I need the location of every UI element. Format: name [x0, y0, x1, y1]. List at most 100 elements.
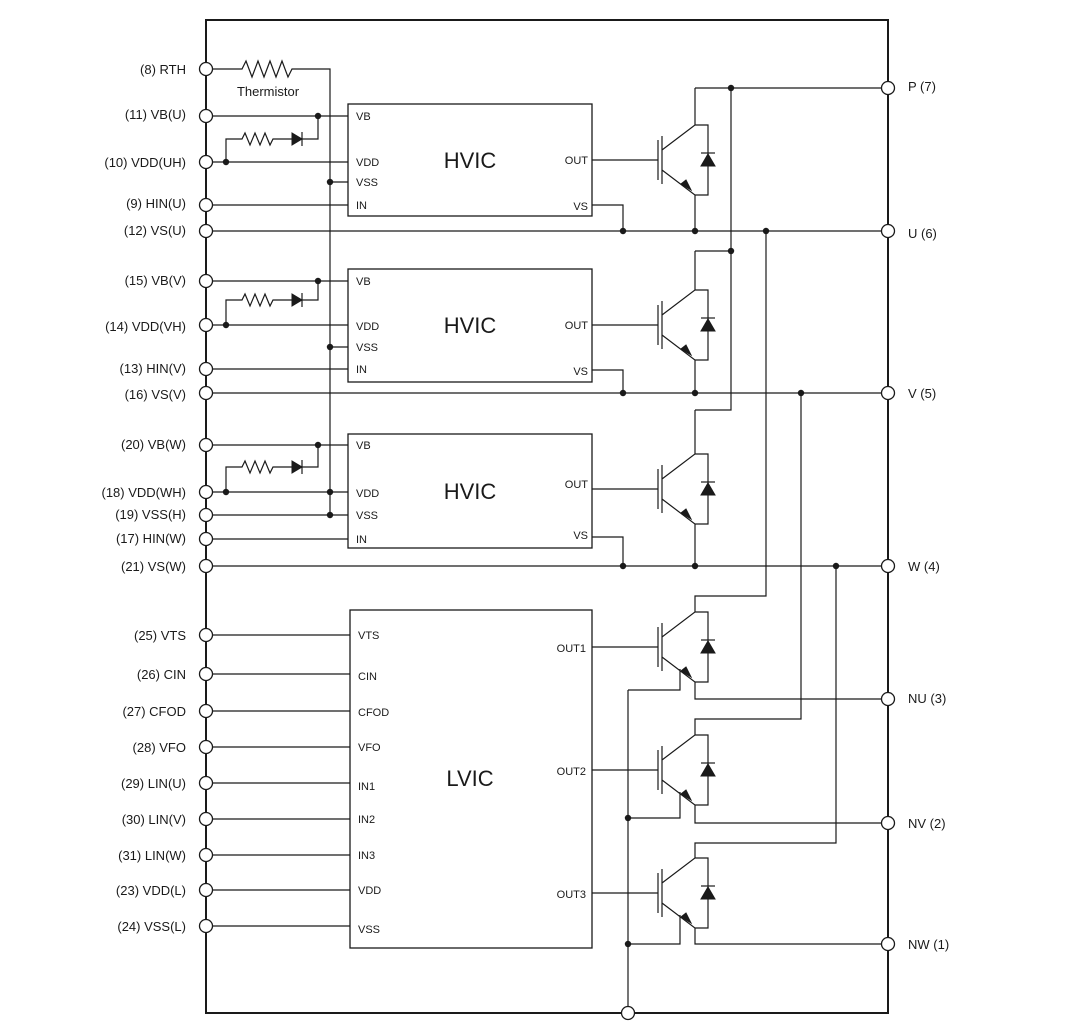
- lvic-out1: OUT1: [557, 643, 586, 655]
- hvic-w-out: OUT: [565, 479, 589, 491]
- pin-terminal-u: [880, 223, 896, 239]
- pin-label-v: V (5): [908, 386, 936, 401]
- pin-terminal-cin: [198, 666, 214, 682]
- hvic-u-block: [347, 103, 593, 217]
- freewheel-diode-icon: [700, 318, 716, 332]
- igbt-low-u: [628, 231, 882, 700]
- pin-terminal-hinu: [198, 197, 214, 213]
- pin-label-vbv: (15) VB(V): [125, 273, 186, 288]
- hvic-u-group: HVIC VB VDD VSS IN OUT VS: [206, 103, 650, 235]
- hvic-u-in: IN: [356, 200, 367, 212]
- hvic-v-group: HVIC VB VDD VSS IN OUT VS: [206, 268, 650, 397]
- pin-label-hinw: (17) HIN(W): [116, 531, 186, 546]
- pin-terminal-vsu: [198, 223, 214, 239]
- pin-terminal-vbv: [198, 273, 214, 289]
- pin-label-cfod: (27) CFOD: [122, 704, 186, 719]
- hvic-w-in: IN: [356, 534, 367, 546]
- hvic-w-vdd: VDD: [356, 488, 379, 500]
- hvic-w-vb: VB: [356, 440, 371, 452]
- igbt-high-v: [650, 251, 716, 393]
- bootstrap-diode-icon: [291, 293, 303, 307]
- pin-label-rth: (8) RTH: [140, 62, 186, 77]
- pin-label-linu: (29) LIN(U): [121, 776, 186, 791]
- hvic-u-title: HVIC: [444, 148, 497, 173]
- pin-label-vbw: (20) VB(W): [121, 437, 186, 452]
- pin-label-vddwh: (18) VDD(WH): [102, 485, 187, 500]
- pin-terminal-vddvh: [198, 317, 214, 333]
- lvic-block: [349, 609, 593, 949]
- hvic-v-vs: VS: [573, 366, 588, 378]
- lvic-group: LVIC VTS CIN CFOD VFO IN1 IN2 IN3 VDD VS…: [206, 609, 650, 949]
- pin-label-vsv: (16) VS(V): [125, 387, 186, 402]
- pin-terminal-vssh: [198, 507, 214, 523]
- pin-label-w: W (4): [908, 559, 940, 574]
- pin-terminal-vddwh: [198, 484, 214, 500]
- pin-label-vssl: (24) VSS(L): [117, 919, 186, 934]
- pin-terminal-vdduh: [198, 154, 214, 170]
- pin-label-vddl: (23) VDD(L): [116, 883, 186, 898]
- lvic-pin-cfod: CFOD: [358, 707, 389, 719]
- hvic-w-vs: VS: [573, 530, 588, 542]
- pin-label-vssh: (19) VSS(H): [115, 507, 186, 522]
- freewheel-diode-icon: [700, 886, 716, 900]
- freewheel-diode-icon: [700, 153, 716, 167]
- pin-terminal-nw: [880, 936, 896, 952]
- freewheel-diode-icon: [700, 763, 716, 777]
- pin-terminal-vbu: [198, 108, 214, 124]
- igbt-high-w: [650, 410, 716, 566]
- hvic-v-in: IN: [356, 364, 367, 376]
- left-pin-terminals: [198, 61, 214, 934]
- lvic-pin-vfo: VFO: [358, 742, 381, 754]
- pin-terminal-cfod: [198, 703, 214, 719]
- pin-label-vbu: (11) VB(U): [125, 107, 186, 122]
- pin-terminal-nu: [880, 691, 896, 707]
- pin-terminal-linu: [198, 775, 214, 791]
- lvic-title: LVIC: [446, 766, 493, 791]
- hvic-u-vs: VS: [573, 201, 588, 213]
- hvic-w-block: [347, 433, 593, 549]
- pin-label-linw: (31) LIN(W): [118, 848, 186, 863]
- freewheel-diode-icon: [700, 640, 716, 654]
- lvic-pin-vss: VSS: [358, 924, 380, 936]
- lvic-pin-vts: VTS: [358, 630, 379, 642]
- pin-terminal-linw: [198, 847, 214, 863]
- pin-label-cin: (26) CIN: [137, 667, 186, 682]
- pin-label-vsw: (21) VS(W): [121, 559, 186, 574]
- bootstrap-diode-icon: [291, 460, 303, 474]
- hvic-w-title: HVIC: [444, 479, 497, 504]
- pin-label-u: U (6): [908, 226, 937, 241]
- pin-terminal-linv: [198, 811, 214, 827]
- hvic-w-group: HVIC VB VDD VSS IN OUT VS: [206, 433, 650, 570]
- pin-label-vts: (25) VTS: [134, 628, 186, 643]
- right-pin-terminals: [880, 80, 896, 952]
- pin-terminal-p: [880, 80, 896, 96]
- pin-label-hinv: (13) HIN(V): [120, 361, 186, 376]
- pin-terminal-nv: [880, 815, 896, 831]
- pin-terminal-hinv: [198, 361, 214, 377]
- thermistor-label: Thermistor: [237, 84, 300, 99]
- pin-label-vddvh: (14) VDD(VH): [105, 319, 186, 334]
- hvic-v-vb: VB: [356, 276, 371, 288]
- hvic-u-vb: VB: [356, 111, 371, 123]
- lvic-pin-in1: IN1: [358, 781, 375, 793]
- lvic-pin-in2: IN2: [358, 814, 375, 826]
- hvic-v-block: [347, 268, 593, 383]
- pin-terminal-vsv: [198, 385, 214, 401]
- hvic-v-title: HVIC: [444, 313, 497, 338]
- pin-terminal-vts: [198, 627, 214, 643]
- lvic-pin-in3: IN3: [358, 850, 375, 862]
- pin-label-p: P (7): [908, 79, 936, 94]
- pin-label-linv: (30) LIN(V): [122, 812, 186, 827]
- pin-terminal-rth: [198, 61, 214, 77]
- bootstrap-diode-icon: [291, 132, 303, 146]
- pin-label-vsu: (12) VS(U): [124, 223, 186, 238]
- igbt-low-v: [628, 393, 882, 824]
- hvic-u-vdd: VDD: [356, 157, 379, 169]
- hvic-u-out: OUT: [565, 155, 589, 167]
- freewheel-diode-icon: [700, 482, 716, 496]
- pin-label-nu: NU (3): [908, 691, 946, 706]
- lvic-out3: OUT3: [557, 889, 586, 901]
- lvic-out2: OUT2: [557, 766, 586, 778]
- pin-terminal-vfo: [198, 739, 214, 755]
